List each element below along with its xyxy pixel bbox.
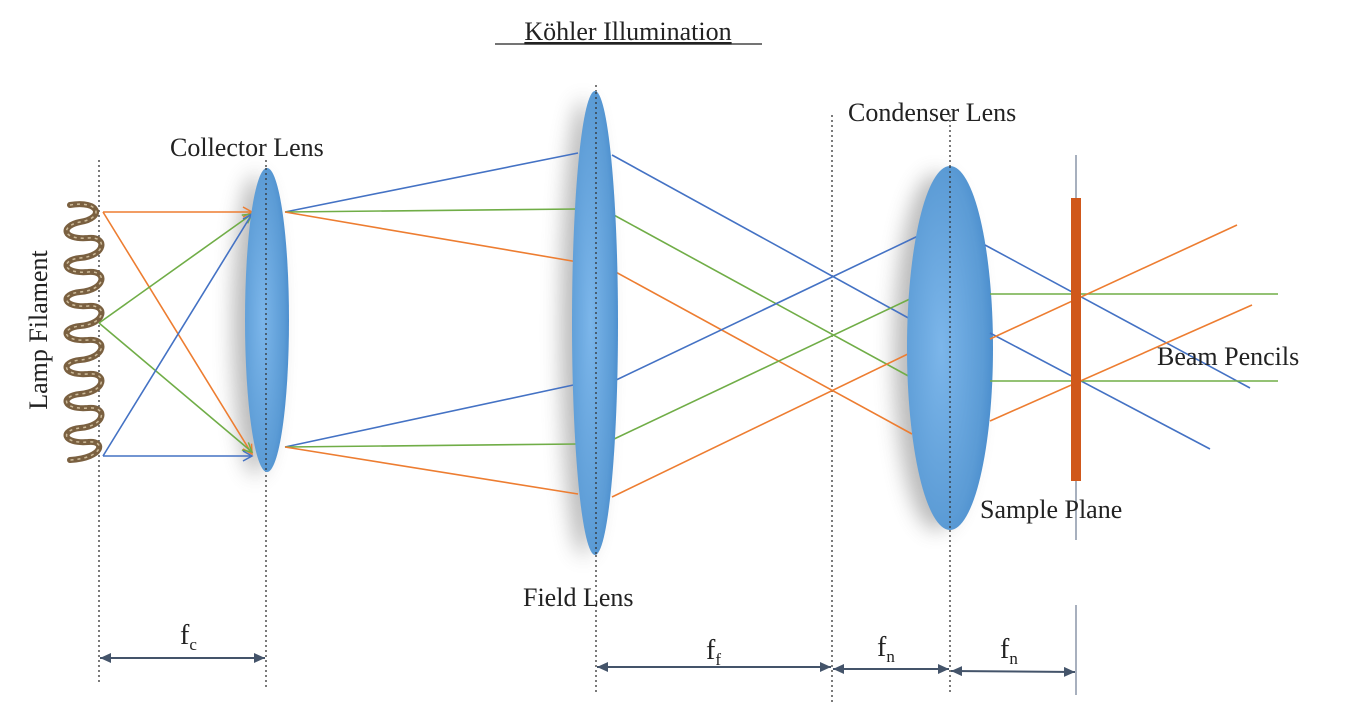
orange-ray (611, 269, 913, 435)
green-ray (98, 213, 254, 324)
orange-ray (284, 446, 579, 495)
blue-ray (611, 235, 919, 383)
blue-ray (989, 332, 1211, 450)
ff-label: ff (706, 635, 721, 669)
diagram-title: Köhler Illumination (524, 17, 731, 46)
collector-lens (245, 168, 289, 472)
green-ray (284, 443, 579, 448)
fn-label: fn (877, 632, 895, 666)
lamp-filament-icon (63, 201, 105, 463)
green-ray (611, 297, 913, 441)
green-ray (98, 322, 254, 453)
fc-label: fc (180, 620, 197, 654)
rays-collector-to-field (284, 152, 579, 495)
field-lens (572, 91, 618, 555)
blue-ray (284, 152, 579, 213)
rays-filament-to-collector (98, 206, 254, 462)
sample-slide (1071, 198, 1081, 481)
blue-ray (611, 154, 913, 321)
orange-ray (989, 304, 1253, 422)
beam-pencils-label: Beam Pencils (1157, 342, 1299, 371)
green-ray (284, 208, 579, 213)
green-ray (611, 213, 913, 379)
field-lens-label: Field Lens (523, 583, 634, 612)
blue-ray (284, 383, 579, 448)
fn-dimension (950, 666, 1076, 677)
blue-ray (102, 212, 253, 457)
lamp-filament-label: Lamp Filament (24, 249, 53, 409)
orange-ray (102, 211, 253, 456)
collector-lens-label: Collector Lens (170, 133, 324, 162)
sample-plane-label: Sample Plane (980, 495, 1122, 524)
rays-field-to-condenser (611, 154, 919, 498)
dimension-arrows (100, 653, 1076, 677)
orange-ray (989, 224, 1238, 340)
rays-after-condenser (984, 224, 1278, 450)
orange-ray (284, 211, 579, 263)
condenser-lens-label: Condenser Lens (848, 98, 1016, 127)
blue-ray (984, 244, 1251, 389)
fn-label-2: fn (1000, 634, 1018, 668)
orange-ray (611, 351, 913, 498)
